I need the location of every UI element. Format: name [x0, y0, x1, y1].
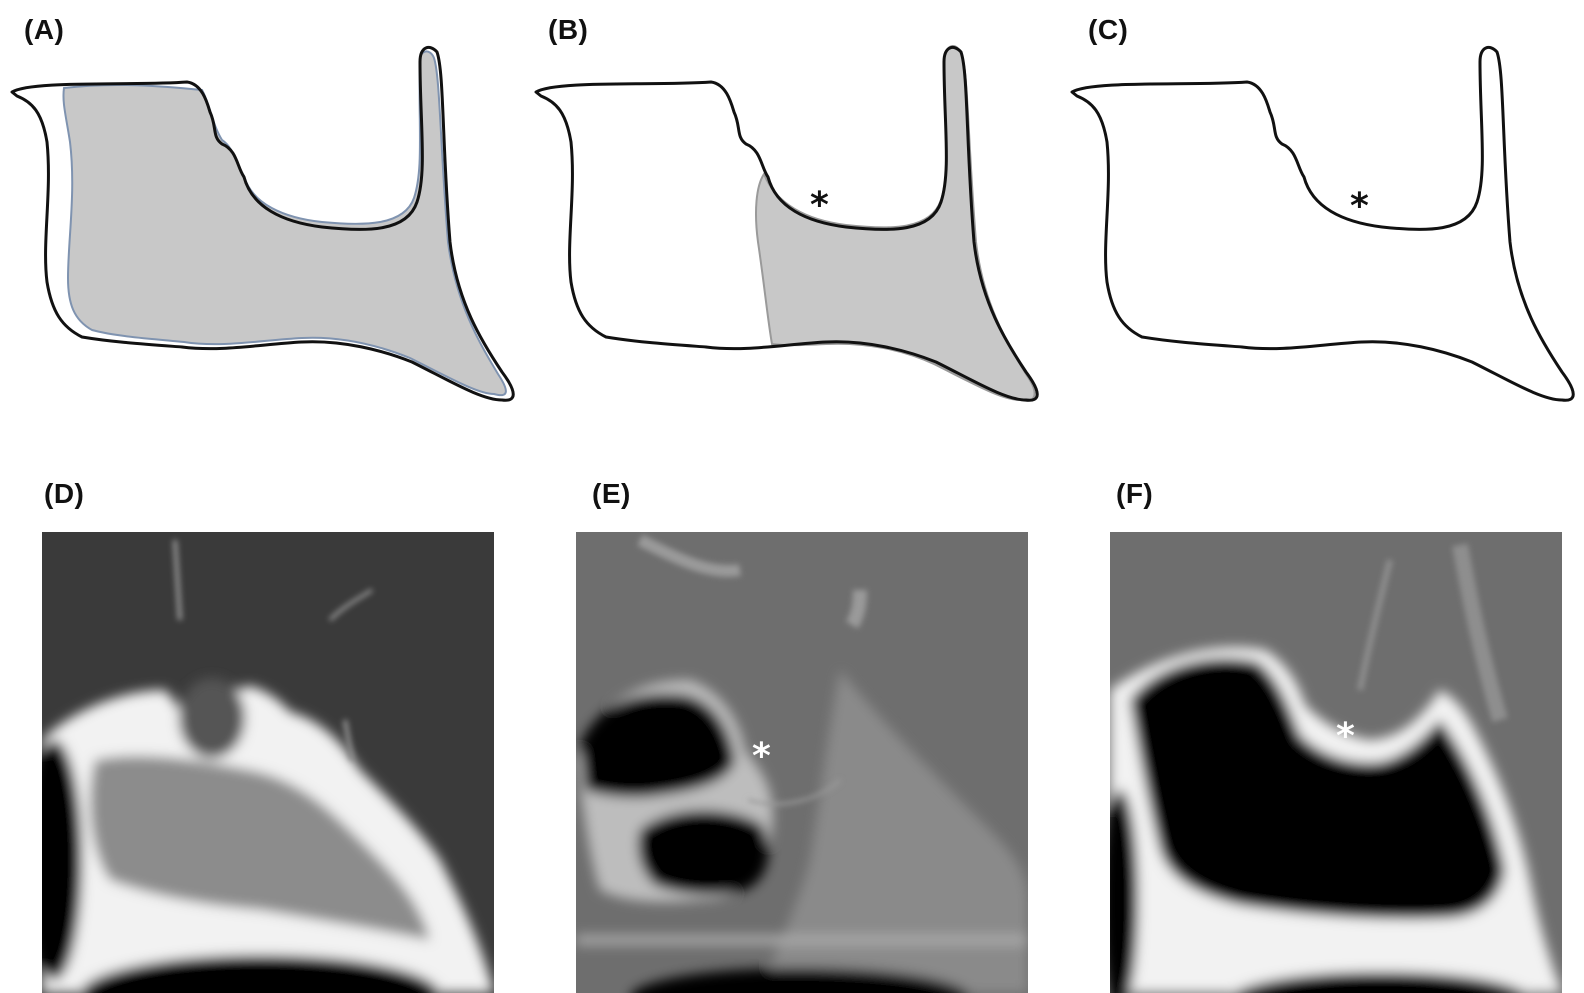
- panel-c-drawing: *: [1072, 47, 1573, 400]
- panel-e-scan: *: [576, 532, 1028, 993]
- panel-f-scan: *: [1102, 532, 1562, 993]
- panel-a-drawing: [12, 47, 513, 400]
- panel-b-drawing: *: [536, 46, 1037, 401]
- panel-e-asterisk: *: [752, 736, 771, 777]
- panel-b-asterisk: *: [810, 185, 829, 226]
- panel-c-asterisk: *: [1350, 186, 1369, 227]
- panel-f-asterisk: *: [1336, 716, 1355, 757]
- panel-d-scan: [26, 532, 494, 993]
